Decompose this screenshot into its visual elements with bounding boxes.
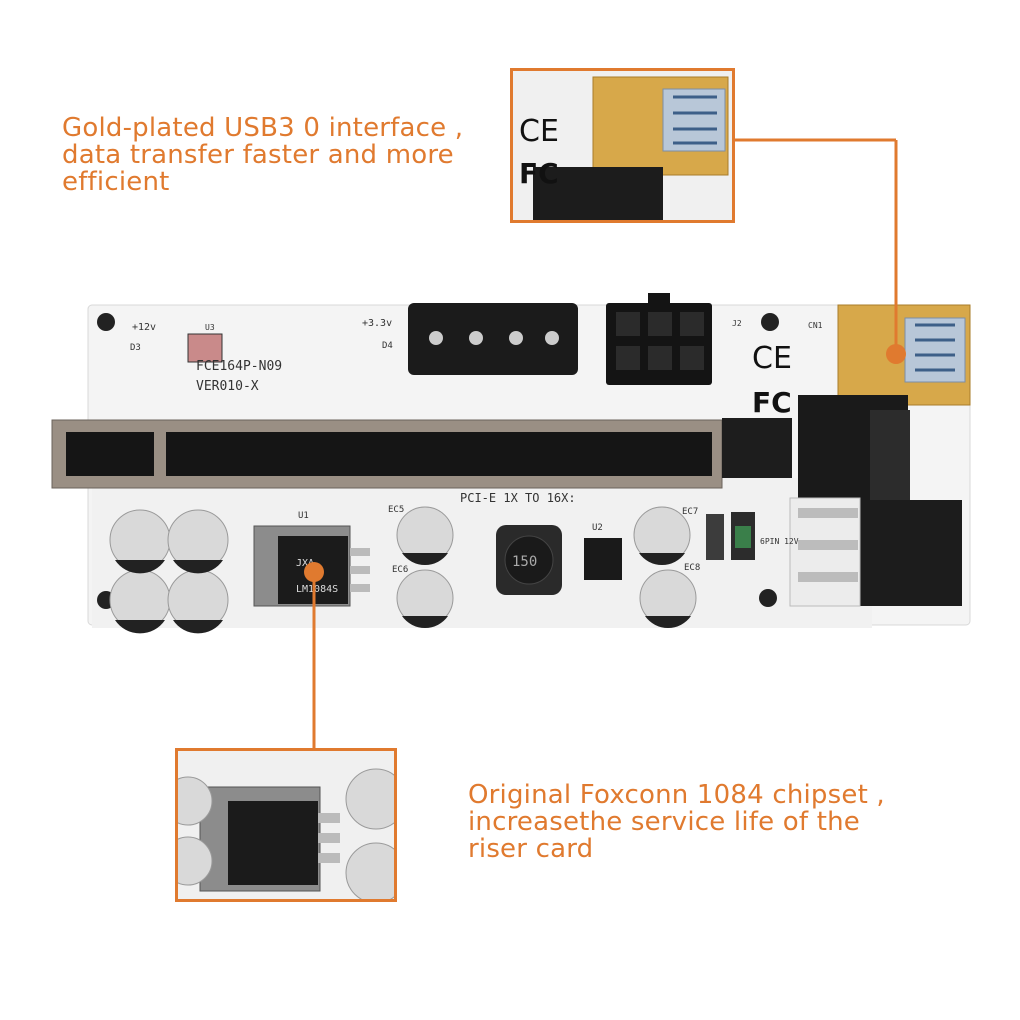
u1-label: U1 (298, 511, 309, 521)
mount-hole (97, 313, 115, 331)
ec5-label: EC5 (388, 505, 404, 515)
svg-text:CE: CE (519, 114, 559, 149)
chip-u2 (584, 538, 622, 580)
ec6-label: EC6 (392, 565, 408, 575)
regulator-part-label: LM1084S (296, 584, 338, 595)
chipset-zoom-inset (175, 748, 397, 902)
board-version-label: VER010-X (196, 379, 259, 394)
capacitor-group-right (633, 506, 697, 629)
capacitor-group-middle (396, 506, 454, 629)
board-model-label: FCE164P-N09 (196, 359, 282, 374)
callout-dot-icon (304, 562, 324, 582)
pcie-slot-long (166, 432, 712, 476)
inductor-label: 150 (512, 554, 537, 570)
chip-u3 (187, 333, 223, 363)
d4-label: D4 (382, 341, 393, 351)
callout-dot-icon (886, 344, 906, 364)
ce-mark-icon: CE (752, 341, 792, 376)
volt33-label: +3.3v (362, 318, 392, 329)
ec7-label: EC7 (682, 507, 698, 517)
mount-hole (761, 313, 779, 331)
slot-label: PCI-E 1X TO 16X: (460, 491, 576, 505)
chipset-caption: Original Foxconn 1084 chipset , increase… (468, 780, 885, 864)
j2-label: J2 (732, 319, 742, 328)
cn1-label: CN1 (808, 321, 823, 330)
usb-interface-caption: Gold-plated USB3 0 interface , data tran… (62, 113, 464, 197)
ec8-label: EC8 (684, 563, 700, 573)
volt12-label: +12v (132, 322, 156, 333)
side-power-connector (858, 500, 962, 606)
usb-zoom-inset: CE FC (510, 68, 735, 223)
fcc-mark-icon: FC (752, 386, 792, 419)
d3-label: D3 (130, 343, 141, 353)
capacitor-group-left (109, 509, 229, 634)
pcie-slot-short (66, 432, 154, 476)
svg-text:FC: FC (519, 157, 559, 190)
u3-label: U3 (205, 323, 215, 332)
mount-hole (759, 589, 777, 607)
u2-label: U2 (592, 523, 603, 533)
regulator-brand-label: JXA (296, 558, 314, 569)
molex-connector (408, 303, 578, 375)
pin-label: 6PIN 12V (760, 537, 799, 546)
